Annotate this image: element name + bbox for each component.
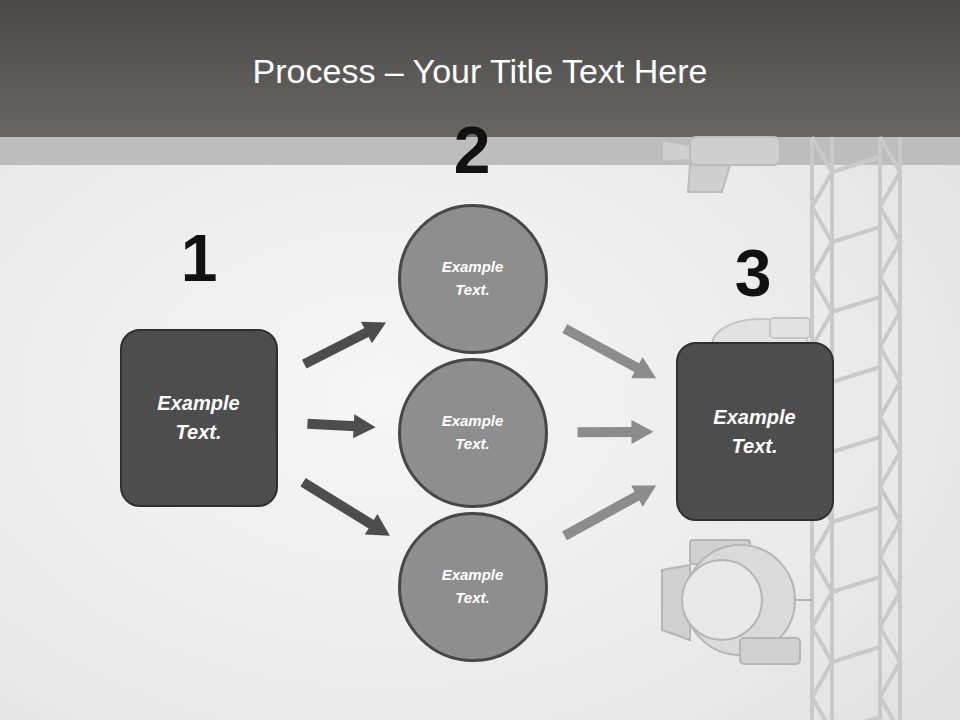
arrow-head (353, 414, 376, 438)
process-circle: Example Text. (398, 512, 548, 662)
arrow-shaft (565, 495, 639, 536)
arrow-shaft (304, 332, 368, 365)
arrow-shaft (303, 482, 373, 525)
flow-arrow (307, 414, 375, 438)
flow-arrow (577, 420, 653, 444)
process-box: Example Text. (120, 329, 278, 507)
arrow-head (361, 322, 386, 343)
node-text: Example Text. (428, 564, 518, 609)
node-text: Example Text. (144, 389, 254, 447)
step-number: 1 (159, 225, 239, 291)
node-text: Example Text. (428, 410, 518, 455)
stage-lamp (662, 540, 812, 664)
slide-title: Process – Your Title Text Here (0, 52, 960, 91)
process-circle: Example Text. (398, 358, 548, 508)
node-text: Example Text. (700, 403, 810, 461)
arrow-head (365, 514, 390, 536)
arrow-head (631, 486, 656, 507)
arrow-shaft (307, 424, 355, 427)
node-text: Example Text. (428, 256, 518, 301)
flow-arrow (304, 322, 386, 364)
flow-arrow (565, 486, 657, 536)
step-number: 2 (432, 117, 512, 183)
stage-lamp (662, 137, 812, 192)
process-circle: Example Text. (398, 204, 548, 354)
arrow-head (631, 420, 653, 444)
process-box: Example Text. (676, 342, 834, 521)
arrow-shaft (577, 427, 633, 437)
step-number: 3 (713, 240, 793, 306)
flow-arrow (303, 482, 390, 535)
arrow-head (631, 357, 656, 378)
flow-arrow (565, 329, 656, 379)
arrow-shaft (565, 329, 639, 369)
